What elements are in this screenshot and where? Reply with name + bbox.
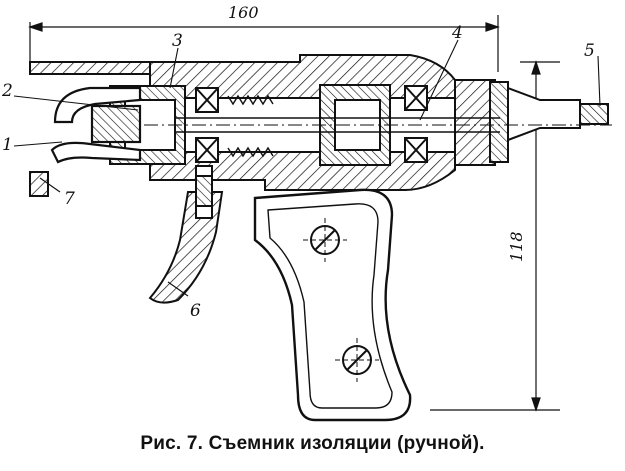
part-label-7: 7 <box>64 189 75 209</box>
stripping-jaws <box>50 86 142 164</box>
trigger <box>148 165 224 304</box>
dimension-length <box>28 15 500 72</box>
part-label-2: 2 <box>1 81 13 101</box>
handle-grip <box>253 188 412 422</box>
part-label-6: 6 <box>190 301 201 321</box>
part-label-3: 3 <box>172 31 183 51</box>
part-label-1: 1 <box>2 135 13 155</box>
figure-caption: Рис. 7. Съемник изоляции (ручной). <box>140 433 485 454</box>
grip-screw <box>335 338 379 382</box>
grip-screw <box>303 218 347 262</box>
part-label-4: 4 <box>451 23 463 43</box>
central-rod <box>120 117 612 133</box>
spring <box>227 94 274 158</box>
leader-lines <box>13 39 601 297</box>
part-label-5: 5 <box>584 41 595 61</box>
dimension-length-value: 160 <box>228 3 259 22</box>
insulation-stripper-drawing: 160 118 <box>1 3 612 422</box>
dimension-height-value: 118 <box>507 231 526 262</box>
